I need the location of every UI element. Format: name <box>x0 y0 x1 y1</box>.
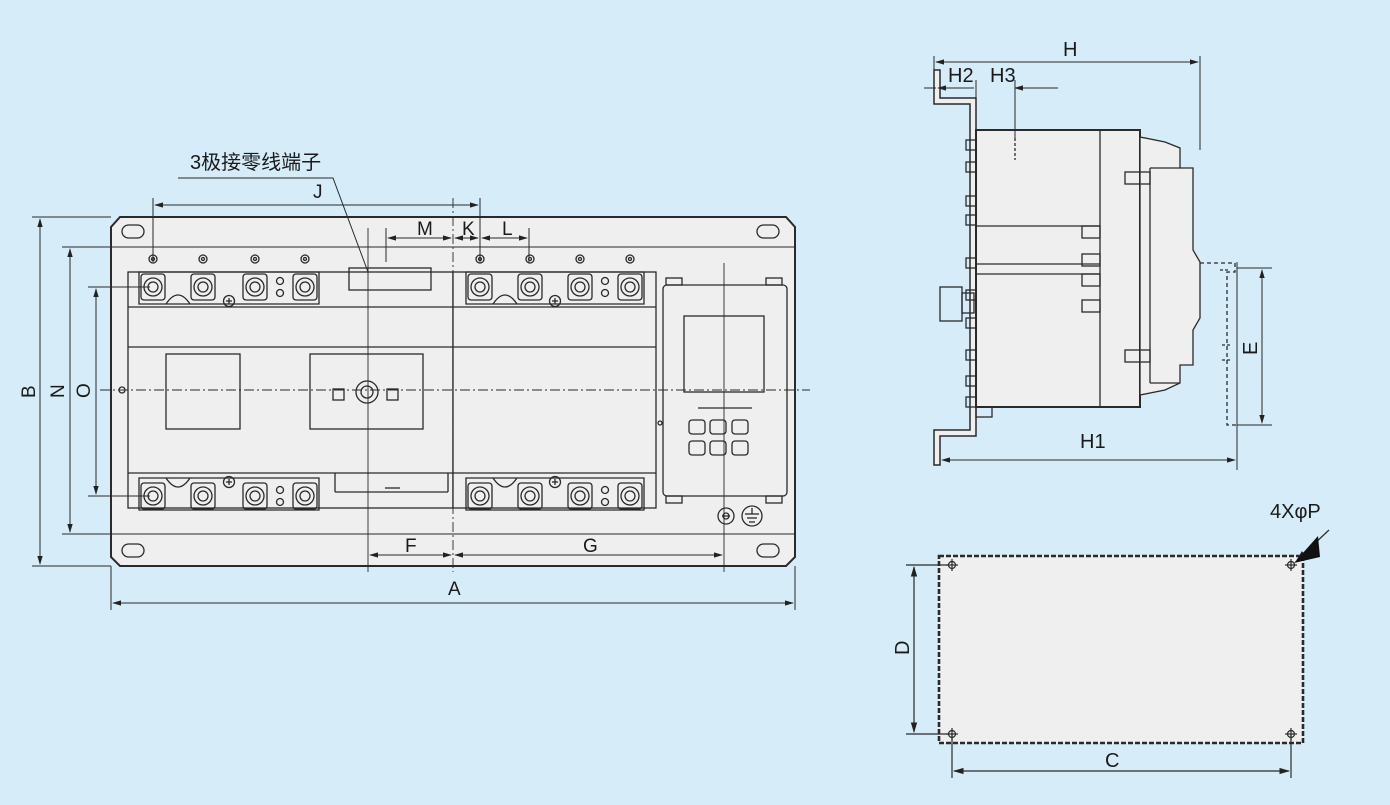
window-left <box>165 353 241 430</box>
terminal-icon <box>190 273 216 301</box>
side-view <box>933 69 1237 466</box>
cross-screw-icon <box>222 475 236 489</box>
dim-label-H2: H2 <box>948 65 974 87</box>
terminal-screw-icon <box>575 254 585 264</box>
terminal-screw-icon <box>250 254 260 264</box>
side-front-cover <box>1139 136 1201 396</box>
keypad-key[interactable] <box>688 419 706 435</box>
terminal-icon <box>242 273 268 301</box>
dim-label-N: N <box>48 384 69 398</box>
keypad-key[interactable] <box>688 440 706 456</box>
callout-leader <box>178 177 369 273</box>
cross-screw-icon <box>222 294 236 308</box>
handle-square-right <box>386 388 399 401</box>
terminal-icon <box>617 482 643 510</box>
side-dimensions <box>924 56 1272 470</box>
terminal-icon <box>467 482 493 510</box>
keypad-key[interactable] <box>709 440 727 456</box>
terminal-block <box>465 477 645 511</box>
dim-label-K: K <box>462 219 475 240</box>
handle-icon[interactable] <box>355 380 379 404</box>
terminal-screw-icon <box>625 254 635 264</box>
ground-screw-icon <box>717 507 735 525</box>
callout-label: 3极接零线端子 <box>190 151 321 174</box>
terminal-block <box>138 477 320 511</box>
terminal-block <box>465 271 645 305</box>
keypad-key[interactable] <box>731 440 749 456</box>
front-dimensions <box>32 177 796 610</box>
mounting-bracket <box>933 69 977 466</box>
cross-screw-icon <box>548 475 562 489</box>
hole-label: 4XφP <box>1270 501 1321 523</box>
terminal-icon <box>567 273 593 301</box>
terminal-icon <box>617 273 643 301</box>
terminal-screw-icon <box>525 254 535 264</box>
terminal-icon <box>517 482 543 510</box>
keypad-key[interactable] <box>709 419 727 435</box>
terminal-icon <box>242 482 268 510</box>
dim-label-H: H <box>1063 39 1077 61</box>
handle-panel <box>309 353 424 430</box>
mounting-view <box>906 529 1330 778</box>
terminal-icon <box>567 482 593 510</box>
ground-icon <box>741 505 763 527</box>
handle-outline-dashed <box>1200 262 1237 426</box>
keypad-icon <box>688 419 749 456</box>
dim-label-D: D <box>892 641 914 655</box>
dim-label-F: F <box>405 536 417 557</box>
terminal-icon <box>292 273 318 301</box>
dim-label-O: O <box>74 383 95 398</box>
mount-slot-bl <box>121 543 145 558</box>
front-view <box>100 198 810 572</box>
terminal-screw-icon <box>198 254 208 264</box>
mount-slot-tr <box>756 224 780 239</box>
hole-pointer-icon <box>1294 536 1320 563</box>
dim-label-A: A <box>448 579 461 600</box>
mount-slot-br <box>756 543 780 558</box>
terminal-block <box>138 271 320 305</box>
dim-label-G: G <box>583 536 598 557</box>
dim-label-L: L <box>502 219 513 240</box>
dim-label-M: M <box>417 219 433 240</box>
dim-label-B: B <box>19 385 40 398</box>
mount-slot-tl <box>121 224 145 239</box>
cutout-outline <box>937 554 1305 745</box>
terminal-icon <box>467 273 493 301</box>
terminal-icon <box>292 482 318 510</box>
neutral-terminal-box <box>348 267 432 291</box>
dim-label-J: J <box>313 182 323 203</box>
terminal-icon <box>190 482 216 510</box>
dim-label-E: E <box>1240 342 1262 355</box>
dim-label-H3: H3 <box>990 65 1016 87</box>
cross-screw-icon <box>548 294 562 308</box>
keypad-key[interactable] <box>731 419 749 435</box>
terminal-screw-icon <box>300 254 310 264</box>
dim-label-H1: H1 <box>1080 431 1106 453</box>
terminal-icon <box>517 273 543 301</box>
dim-label-C: C <box>1105 750 1119 772</box>
controller-housing <box>662 284 788 497</box>
handle-square-left <box>332 388 345 401</box>
side-body-main <box>975 129 1141 408</box>
